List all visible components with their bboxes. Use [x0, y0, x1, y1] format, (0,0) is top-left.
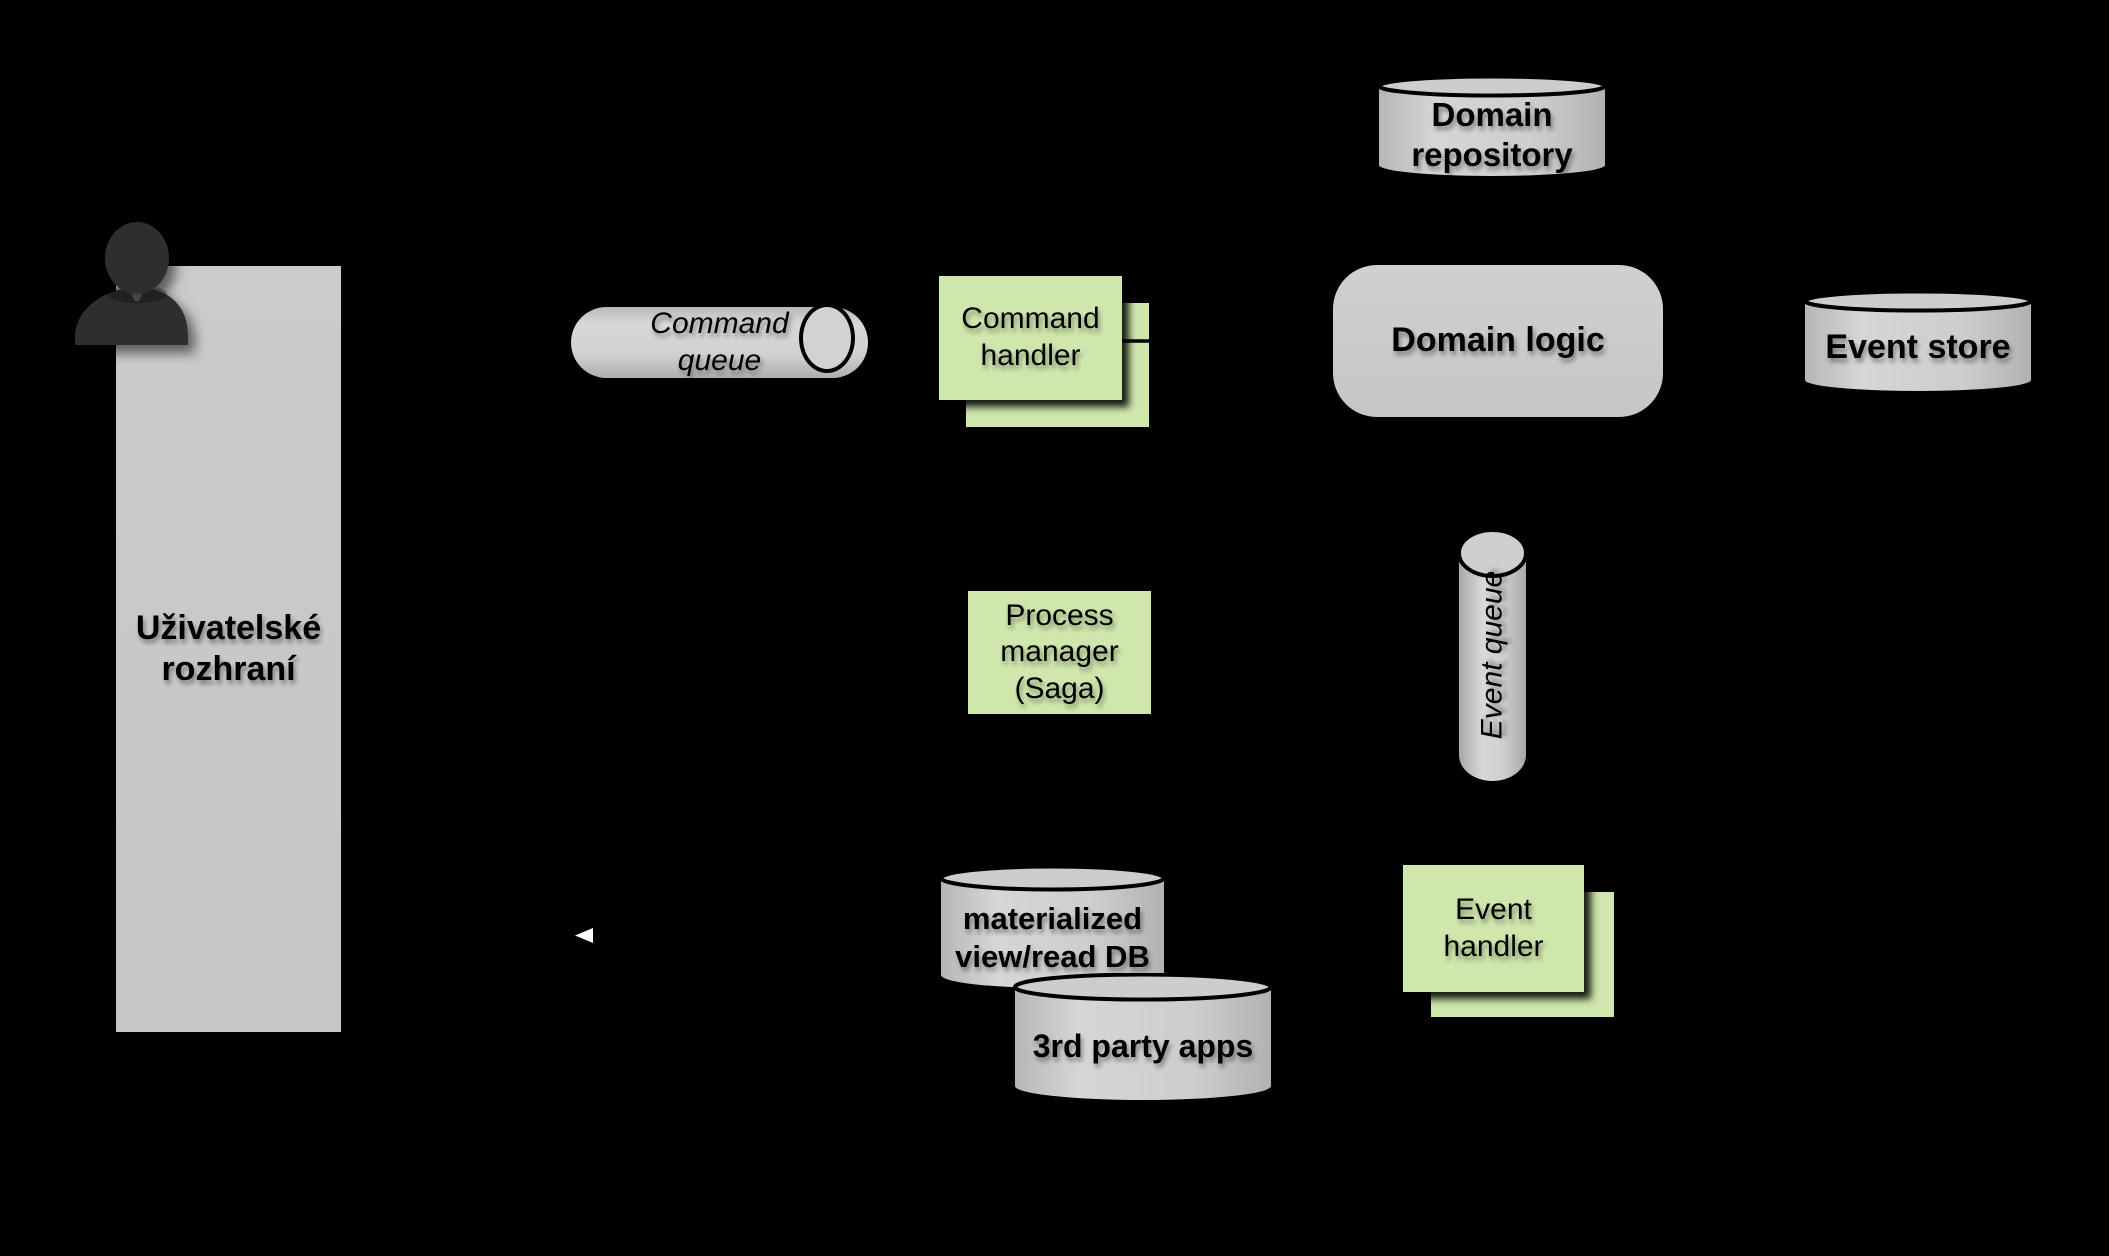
node-event-store	[1803, 290, 2033, 391]
command-queue-end-cap	[799, 303, 855, 373]
node-materialized-view	[939, 865, 1166, 988]
node-third-party-apps	[1013, 973, 1273, 1100]
node-domain-repository-label: Domain repository	[1411, 95, 1573, 173]
node-user-interface-label: Uživatelské rozhraní	[135, 608, 322, 688]
node-domain-repository	[1377, 75, 1607, 176]
node-user-interface	[116, 266, 341, 1032]
node-event-queue	[1457, 528, 1528, 781]
node-event-handler	[1403, 865, 1584, 992]
node-domain-logic-label: Domain logic	[1391, 321, 1605, 360]
node-command-handler-label: Command handler	[961, 302, 1100, 372]
node-event-store-label: Event store	[1825, 328, 2011, 367]
node-command-queue-label: Command queue	[650, 306, 789, 377]
user-icon	[75, 222, 188, 345]
node-command-handler	[939, 276, 1122, 400]
node-third-party-apps-label: 3rd party apps	[1032, 1028, 1254, 1065]
node-materialized-view-label: materialized view/read DB	[955, 900, 1150, 974]
node-domain-logic	[1333, 265, 1663, 417]
node-event-queue-label: Event queue	[1475, 570, 1509, 740]
white-arrowhead	[575, 928, 593, 943]
node-event-handler-label: Event handler	[1443, 892, 1544, 963]
node-process-manager-label: Process manager (Saga)	[1000, 598, 1119, 705]
node-process-manager	[968, 591, 1151, 714]
